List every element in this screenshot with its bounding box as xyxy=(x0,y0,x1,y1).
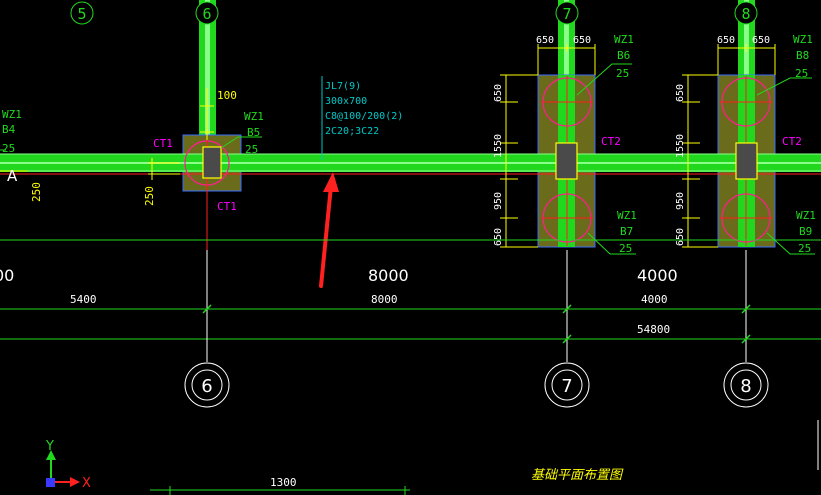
grid-label-8: 8 xyxy=(741,5,750,23)
span-label-8000: 8000 xyxy=(371,293,398,306)
pile-label-b5-l1: WZ1 xyxy=(244,110,264,123)
grid-bubble-top-5: 5 xyxy=(70,1,94,25)
column-beam-7-core xyxy=(564,0,569,75)
pile-label-b6-l1: WZ1 xyxy=(614,33,634,46)
pile-label-b9-l3: 25 xyxy=(798,242,811,255)
dim-label-col8-650-top: 650 xyxy=(675,84,686,102)
footing-label-ct1-left: CT1 xyxy=(153,137,173,150)
pile-leader-lines xyxy=(0,63,815,255)
pile-label-b9-l2: B9 xyxy=(799,225,812,238)
ucs-y-label: Y xyxy=(45,439,54,454)
dim-label-250-ct1: 250 xyxy=(143,186,156,206)
dim-label-650-col7-right: 650 xyxy=(573,35,591,46)
beam-label-rebar: 2C20;3C22 xyxy=(325,126,379,137)
column-8[interactable] xyxy=(735,142,758,180)
pile-label-b8-l2: B8 xyxy=(796,49,809,62)
pile-label-left-l2: B4 xyxy=(2,123,16,136)
dim-label-col8-1550: 1550 xyxy=(675,134,686,158)
dim-top-col8 xyxy=(717,44,776,75)
dim-label-650-col8-left: 650 xyxy=(717,35,735,46)
dim-label-col7-650-top: 650 xyxy=(493,84,504,102)
footing-label-ct2-col7: CT2 xyxy=(601,135,621,148)
dim-label-total-54800: 54800 xyxy=(637,323,670,336)
dim-label-col7-950: 950 xyxy=(493,192,504,210)
drawing-title: 基础平面布置图 xyxy=(531,468,624,483)
pile-label-b8-l1: WZ1 xyxy=(793,33,813,46)
pile-label-left-l1: WZ1 xyxy=(2,108,22,121)
footing-label-ct2-col8: CT2 xyxy=(782,135,802,148)
grid-extension-lines xyxy=(206,250,747,362)
grid-bottom-label-6: 6 xyxy=(201,376,212,397)
grid-bottom-label-7: 7 xyxy=(561,376,572,397)
column-6[interactable] xyxy=(202,146,222,179)
dim-ticks xyxy=(202,304,751,344)
dim-100 xyxy=(200,88,214,140)
grid-bottom-label-8: 8 xyxy=(740,376,751,397)
grid-label-7: 7 xyxy=(562,5,571,23)
dim-label-650-col8-right: 650 xyxy=(752,35,770,46)
pile-label-b7-l3: 25 xyxy=(619,242,632,255)
dim-label-250-left: 250 xyxy=(30,182,43,202)
dim-250-ct1 xyxy=(148,158,180,180)
beam-label-size: 300x700 xyxy=(325,96,367,107)
dim-label-100: 100 xyxy=(217,89,237,102)
ucs-icon: Y X xyxy=(45,439,91,491)
grid-bubble-top-6: 6 xyxy=(195,1,219,25)
grid-bubble-top-8: 8 xyxy=(734,1,758,25)
dim-label-col8-650-bottom: 650 xyxy=(675,228,686,246)
pile-label-b6-l3: 25 xyxy=(616,67,629,80)
span-label-big-4000: 4000 xyxy=(637,266,678,285)
span-label-big-8000: 8000 xyxy=(368,266,409,285)
beam-label-stirrups: C8@100/200(2) xyxy=(325,111,403,122)
ucs-x-label: X xyxy=(82,476,91,491)
pile-label-b5-l3: 25 xyxy=(245,143,258,156)
dim-1300 xyxy=(150,486,410,495)
dim-label-col7-650-bottom: 650 xyxy=(493,228,504,246)
grid-label-6: 6 xyxy=(202,5,211,23)
red-annotation-arrow xyxy=(319,172,339,288)
pile-label-b5-l2: B5 xyxy=(247,126,260,139)
grid-bubble-bottom-8: 8 xyxy=(723,362,769,408)
dim-label-1300: 1300 xyxy=(270,476,297,489)
pile-label-b6-l2: B6 xyxy=(617,49,630,62)
beam-label-name: JL7(9) xyxy=(325,81,361,92)
pile-label-left-l3: 25 xyxy=(2,142,15,155)
dim-label-col8-950: 950 xyxy=(675,192,686,210)
footing-label-ct1-below: CT1 xyxy=(217,200,237,213)
pile-label-b8-l3: 25 xyxy=(795,67,808,80)
span-label-4000: 4000 xyxy=(641,293,668,306)
grid-row-label-a: A xyxy=(7,167,18,185)
dim-top-col7 xyxy=(537,44,596,75)
dim-vertical-col8 xyxy=(682,74,718,248)
column-7[interactable] xyxy=(555,142,578,180)
span-label-big-left: 00 xyxy=(0,266,14,285)
dim-vertical-col7 xyxy=(500,74,538,248)
dim-label-650-col7-left: 650 xyxy=(536,35,554,46)
pile-label-b7-l1: WZ1 xyxy=(617,209,637,222)
grid-label-5: 5 xyxy=(77,5,86,23)
pile-label-b9-l1: WZ1 xyxy=(796,209,816,222)
grid-bubble-top-7: 7 xyxy=(555,1,579,25)
grid-bubble-bottom-6: 6 xyxy=(184,362,230,408)
dim-label-col7-1550: 1550 xyxy=(493,134,504,158)
column-beam-6-core xyxy=(205,0,210,150)
grid-bubble-bottom-7: 7 xyxy=(544,362,590,408)
column-beam-8-core xyxy=(744,0,749,75)
span-label-5400: 5400 xyxy=(70,293,97,306)
pile-label-b7-l2: B7 xyxy=(620,225,633,238)
